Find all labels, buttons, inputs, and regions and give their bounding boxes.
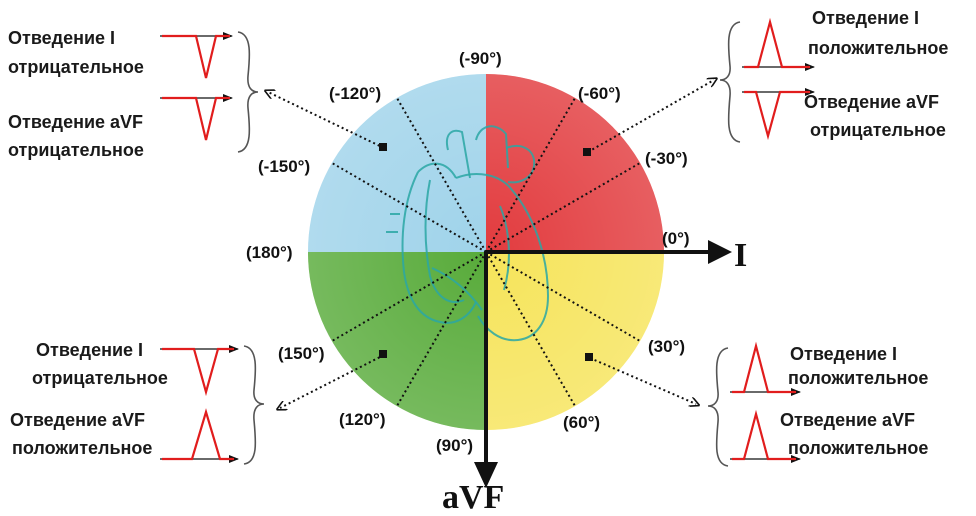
lead-i-state: положительное [808, 38, 948, 58]
lead-avf-state: отрицательное [810, 120, 946, 140]
lead-i-label: Отведение I [36, 340, 143, 360]
brace [243, 345, 265, 465]
lead-avf-label: Отведение aVF [10, 410, 145, 430]
lead-avf-arrowhead [474, 462, 498, 488]
angle-label: (-150°) [258, 157, 310, 176]
angle-label: (0°) [662, 229, 690, 248]
lead-i-label: Отведение I [790, 344, 897, 364]
heart-outline [386, 125, 550, 342]
lead-avf-state: положительное [788, 438, 928, 458]
ecg-positive-deflection [730, 409, 801, 463]
lead-avf-label: Отведение aVF [8, 112, 143, 132]
lead-i-label: Отведение I [812, 8, 919, 28]
lead-i-arrowhead [708, 240, 732, 264]
lead-i-state: отрицательное [32, 368, 168, 388]
angle-label: (180°) [246, 243, 292, 262]
ecg-negative-deflection [160, 94, 233, 141]
pointer-anchor [379, 143, 387, 151]
panel-bottom-left: Отведение I отрицательное Отведение aVF … [10, 340, 265, 465]
lead-axes [474, 240, 732, 488]
lead-i-label: Отведение I [8, 28, 115, 48]
lead-avf-label: Отведение aVF [780, 410, 915, 430]
ecg-positive-deflection [160, 408, 239, 463]
lead-avf-state: положительное [12, 438, 152, 458]
angle-label: (30°) [648, 337, 685, 356]
angle-label: (-90°) [459, 49, 502, 68]
ecg-positive-deflection [742, 17, 815, 71]
angle-label: (60°) [563, 413, 600, 432]
pointer-anchor [585, 353, 593, 361]
angle-labels: (-90°) (-60°) (-30°) (0°) (30°) (60°) (9… [246, 49, 690, 455]
brace [237, 31, 259, 153]
angle-label: (-120°) [329, 84, 381, 103]
angle-label: (120°) [339, 410, 385, 429]
brace [707, 347, 729, 467]
angle-label: (-60°) [578, 84, 621, 103]
angle-label: (90°) [436, 436, 473, 455]
lead-avf-state: отрицательное [8, 140, 144, 160]
lead-i-state: положительное [788, 368, 928, 388]
axis-label-lead-avf: aVF [442, 479, 504, 516]
pointer-anchor [583, 148, 591, 156]
axis-label-lead-i: I [734, 237, 747, 274]
panel-top-right: Отведение I положительное Отведение aVF … [719, 8, 948, 143]
angle-label: (150°) [278, 344, 324, 363]
lead-avf-label: Отведение aVF [804, 92, 939, 112]
ecg-positive-deflection [730, 341, 801, 396]
pointer-anchor [379, 350, 387, 358]
ecg-negative-deflection [160, 32, 233, 79]
brace [719, 21, 741, 143]
ecg-negative-deflection [160, 345, 239, 397]
angle-label: (-30°) [645, 149, 688, 168]
ecg-negative-deflection [742, 88, 815, 141]
panel-bottom-right: Отведение I положительное Отведение aVF … [707, 341, 928, 467]
lead-i-state: отрицательное [8, 57, 144, 77]
panel-top-left: Отведение I отрицательное Отведение aVF … [8, 28, 259, 160]
quadrant-pointers [268, 80, 714, 408]
